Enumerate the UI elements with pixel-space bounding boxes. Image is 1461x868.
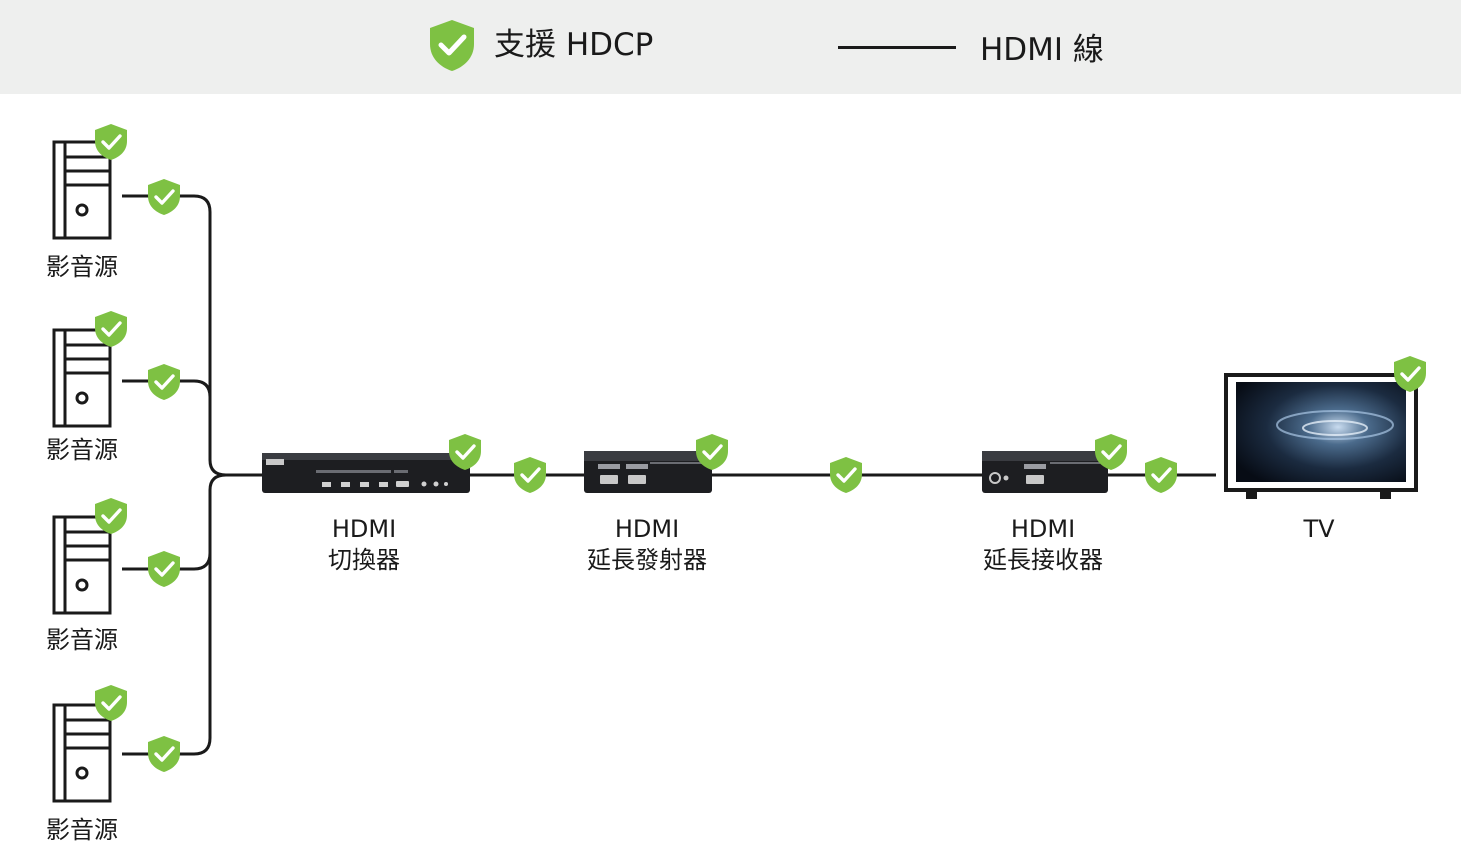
tv-label: TV [1209,514,1429,545]
cable-source-1 [122,194,227,477]
source-label: 影音源 [46,253,118,281]
shield-check-icon [93,310,129,348]
source-label: 影音源 [46,436,118,464]
transmitter-label-line1: HDMI [614,515,680,543]
shield-check-icon [146,550,182,588]
pc-tower-icon [52,140,112,240]
shield-check-icon [146,178,182,216]
hdmi-transmitter-device [584,451,712,493]
legend-cable-label: HDMI 線 [980,32,1104,68]
source-label: 影音源 [46,816,118,844]
legend-bar: 支援 HDCP HDMI 線 [0,0,1461,94]
receiver-label-line2: 延長接收器 [983,546,1103,574]
transmitter-label-line2: 延長發射器 [587,546,707,574]
shield-check-icon [146,735,182,773]
receiver-label-line1: HDMI [1010,515,1076,543]
tv-icon [1224,373,1418,499]
receiver-label: HDMI 延長接收器 [933,514,1153,576]
hdmi-receiver-device [982,451,1108,493]
shield-check-icon [146,363,182,401]
source-label: 影音源 [46,626,118,654]
legend-hdcp-label: 支援 HDCP [494,27,654,63]
switcher-label-line1: HDMI [331,515,397,543]
pc-tower-icon [52,515,112,615]
shield-check-icon [828,456,864,494]
hdmi-switcher-device [262,453,470,493]
tv-label-line1: TV [1303,515,1335,543]
cable-source-2 [122,379,212,460]
pc-tower-icon [52,703,112,803]
pc-tower-icon [52,328,112,428]
shield-check-icon [1143,456,1179,494]
shield-check-icon [512,456,548,494]
transmitter-label: HDMI 延長發射器 [537,514,757,576]
shield-check-icon [93,684,129,722]
shield-check-icon [93,123,129,161]
switcher-label-line2: 切換器 [328,546,400,574]
legend-cable-line [838,46,956,49]
cable-source-4 [122,473,227,756]
switcher-label: HDMI 切換器 [254,514,474,576]
shield-check-icon [430,20,474,71]
shield-check-icon [93,497,129,535]
